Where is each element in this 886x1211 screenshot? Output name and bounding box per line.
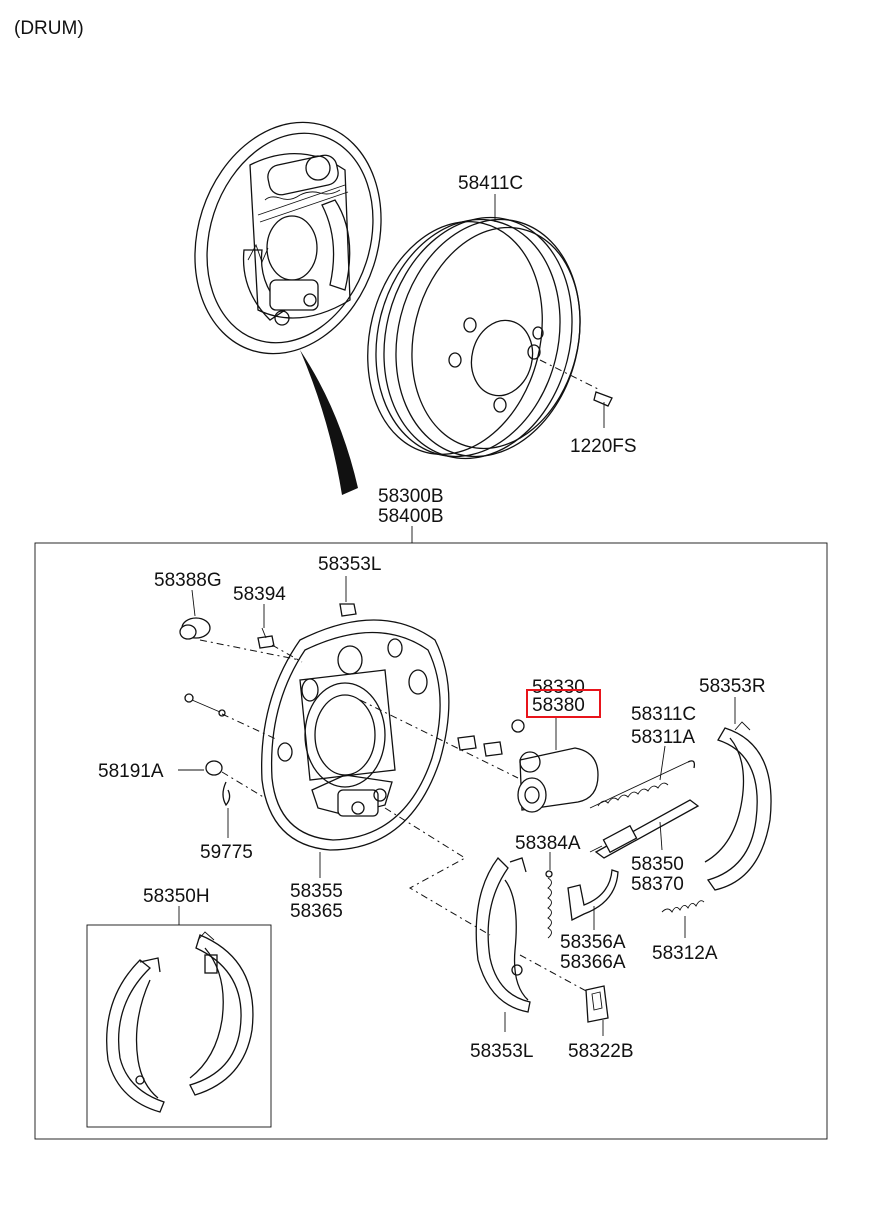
label-58366A: 58366A [560,952,626,973]
shoe-kit-frame [86,924,272,1128]
wheel-cylinder-icon [457,719,599,813]
adjuster-icon [589,799,700,859]
label-58380[interactable]: 58380 [532,695,585,716]
label-58355: 58355 [290,881,343,902]
assembled-brake-illustration [194,121,382,355]
label-58411C: 58411C [458,173,523,194]
label-58388G: 58388G [154,570,222,591]
drum-screw-icon [593,391,613,428]
label-58353L-top: 58353L [318,554,381,575]
shoe-kit-illustration [106,931,254,1113]
label-58400B: 58400B [378,506,444,527]
label-58350H: 58350H [143,886,210,907]
pin-icon [184,693,226,717]
bleeder-icon [257,627,275,649]
upper-spring-icon [589,760,696,809]
label-58350: 58350 [631,854,684,875]
right-shoe-icon [704,721,772,891]
label-58394: 58394 [233,584,286,605]
clip-icon [222,781,231,807]
diagram-title: (DRUM) [14,18,84,39]
nut-icon [339,603,357,617]
brake-drum-illustration [367,216,581,460]
plug-icon [179,617,211,640]
label-58330: 58330 [532,677,585,698]
small-spring-icon [545,870,553,939]
label-58300B: 58300B [378,486,444,507]
lever-icon [567,869,619,921]
label-58311A: 58311A [631,727,695,748]
label-58365: 58365 [290,901,343,922]
assembly-arrow [300,350,358,495]
left-shoe-icon [475,857,531,1013]
lower-spring-icon [661,900,705,913]
assembly-frame [34,542,828,1140]
backing-plate-illustration [261,619,450,851]
label-58353L-bottom: 58353L [470,1041,533,1062]
label-58384A: 58384A [515,833,581,854]
label-58356A: 58356A [560,932,626,953]
label-58370: 58370 [631,874,684,895]
label-58311C: 58311C [631,704,696,725]
label-59775: 59775 [200,842,253,863]
bracket-icon [585,985,609,1023]
label-58322B: 58322B [568,1041,634,1062]
label-58353R: 58353R [699,676,766,697]
label-58312A: 58312A [652,943,718,964]
highlight-box [526,689,601,718]
label-1220FS: 1220FS [570,436,637,457]
pin-nut-icon [205,760,223,776]
label-58191A: 58191A [98,761,164,782]
